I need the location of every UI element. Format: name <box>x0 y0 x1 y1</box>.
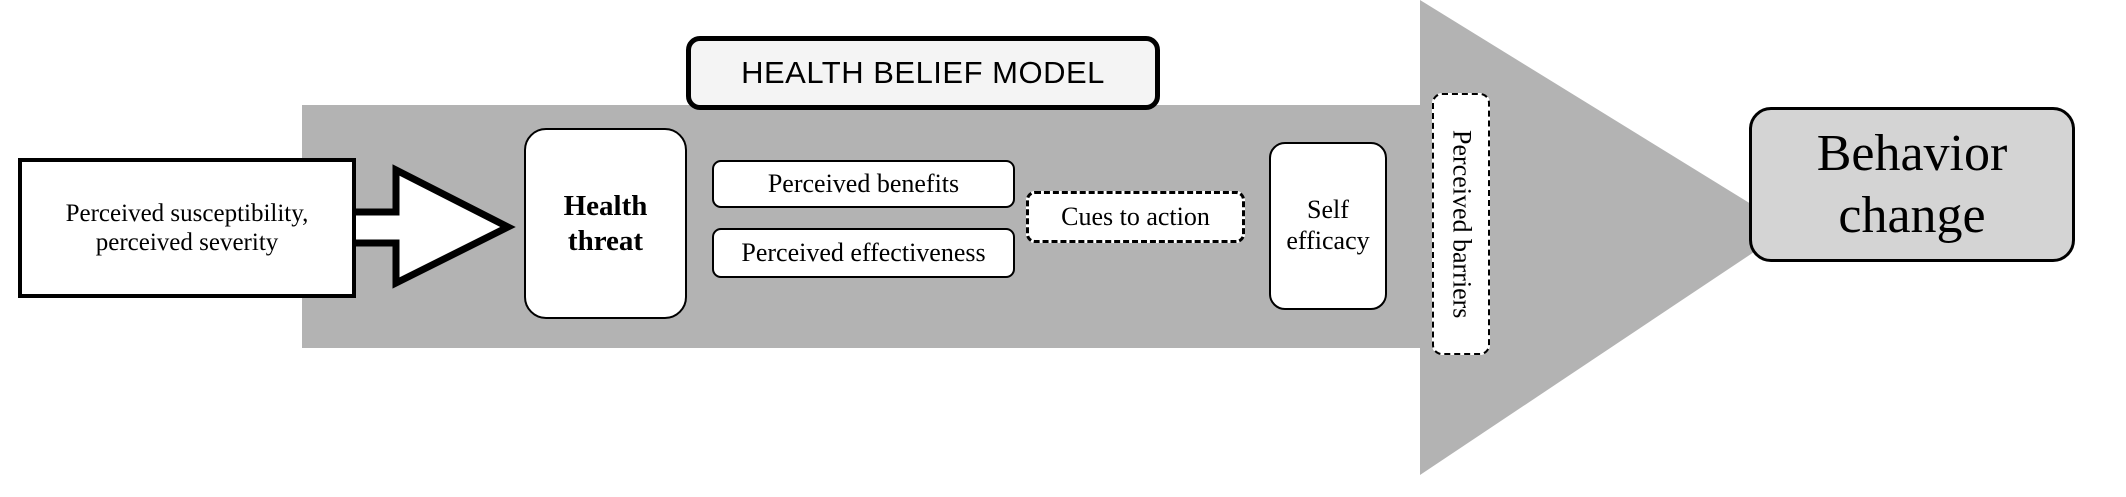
perceived-effectiveness-label: Perceived effectiveness <box>741 237 986 267</box>
perceived-benefits-label: Perceived benefits <box>767 168 960 198</box>
self-efficacy-line-2: efficacy <box>1286 226 1370 255</box>
antecedents-line-1: Perceived susceptibility, <box>65 199 309 227</box>
antecedents-line-2: perceived severity <box>95 229 279 256</box>
behavior-change-line-2: change <box>1838 186 1986 244</box>
node-perceived-effectiveness[interactable]: Perceived effectiveness <box>712 228 1015 278</box>
self-efficacy-line-1: Self <box>1307 195 1349 225</box>
diagram-title-banner: HEALTH BELIEF MODEL <box>686 36 1160 110</box>
node-perceived-benefits[interactable]: Perceived benefits <box>712 160 1015 208</box>
node-perceived-barriers[interactable]: Perceived barriers <box>1432 93 1490 355</box>
diagram-title-text: HEALTH BELIEF MODEL <box>741 54 1105 90</box>
behavior-change-line-1: Behavior <box>1816 125 2008 183</box>
perceived-barriers-label: Perceived barriers <box>1447 129 1477 319</box>
node-cues-to-action[interactable]: Cues to action <box>1026 191 1245 243</box>
cues-to-action-label: Cues to action <box>1061 201 1210 231</box>
health-threat-line-2: threat <box>567 224 644 257</box>
node-perceived-susceptibility-severity[interactable]: Perceived susceptibility, perceived seve… <box>18 158 356 298</box>
node-behavior-change[interactable]: Behavior change <box>1749 107 2075 262</box>
node-health-threat[interactable]: Health threat <box>524 128 687 319</box>
health-threat-line-1: Health <box>563 190 648 223</box>
gray-arrowhead <box>1420 0 1790 475</box>
node-self-efficacy[interactable]: Self efficacy <box>1269 142 1387 310</box>
